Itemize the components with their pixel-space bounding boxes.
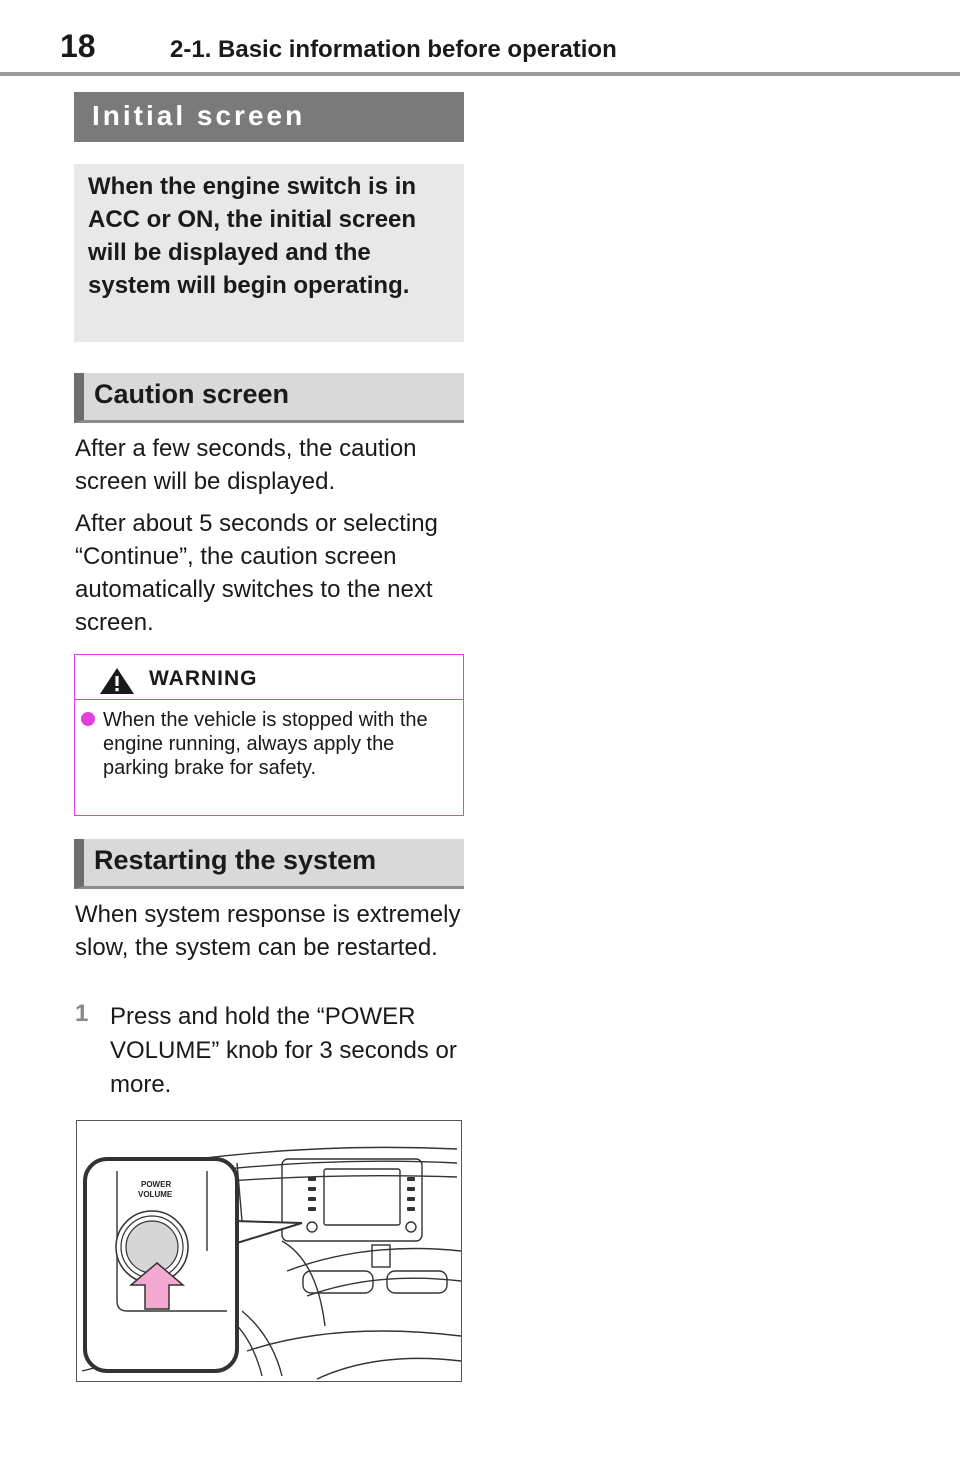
dashboard-illustration: POWER VOLUME <box>76 1120 462 1382</box>
page-number: 18 <box>60 28 96 64</box>
step-text: Press and hold the “POWER VOLUME” knob f… <box>110 1003 457 1098</box>
restarting-paragraph: When system response is extremely slow, … <box>75 901 461 961</box>
press-arrow-icon <box>128 1262 186 1310</box>
caution-paragraph-2: After about 5 seconds or selecting “Cont… <box>75 510 438 636</box>
warning-box: WARNING When the vehicle is stopped with… <box>74 654 464 816</box>
warning-triangle-icon <box>100 668 134 694</box>
bullet-icon <box>81 712 95 726</box>
warning-header: WARNING <box>75 655 463 700</box>
knob-label-volume: VOLUME <box>138 1190 173 1199</box>
initial-screen-summary: When the engine switch is in ACC or ON, … <box>74 164 464 342</box>
caution-screen-heading: Caution screen <box>74 373 464 423</box>
header-rule <box>0 72 960 76</box>
warning-body: When the vehicle is stopped with the eng… <box>75 700 463 780</box>
warning-label: WARNING <box>149 667 258 690</box>
step-number: 1 <box>75 1000 89 1027</box>
initial-screen-heading: Initial screen <box>74 92 464 142</box>
restarting-heading: Restarting the system <box>74 839 464 889</box>
dashboard-drawing: POWER VOLUME <box>81 1146 461 1380</box>
knob-label-power: POWER <box>141 1180 171 1189</box>
warning-text: When the vehicle is stopped with the eng… <box>103 709 428 779</box>
caution-paragraph-1: After a few seconds, the caution screen … <box>75 435 417 495</box>
section-title: 2-1. Basic information before operation <box>170 36 617 63</box>
